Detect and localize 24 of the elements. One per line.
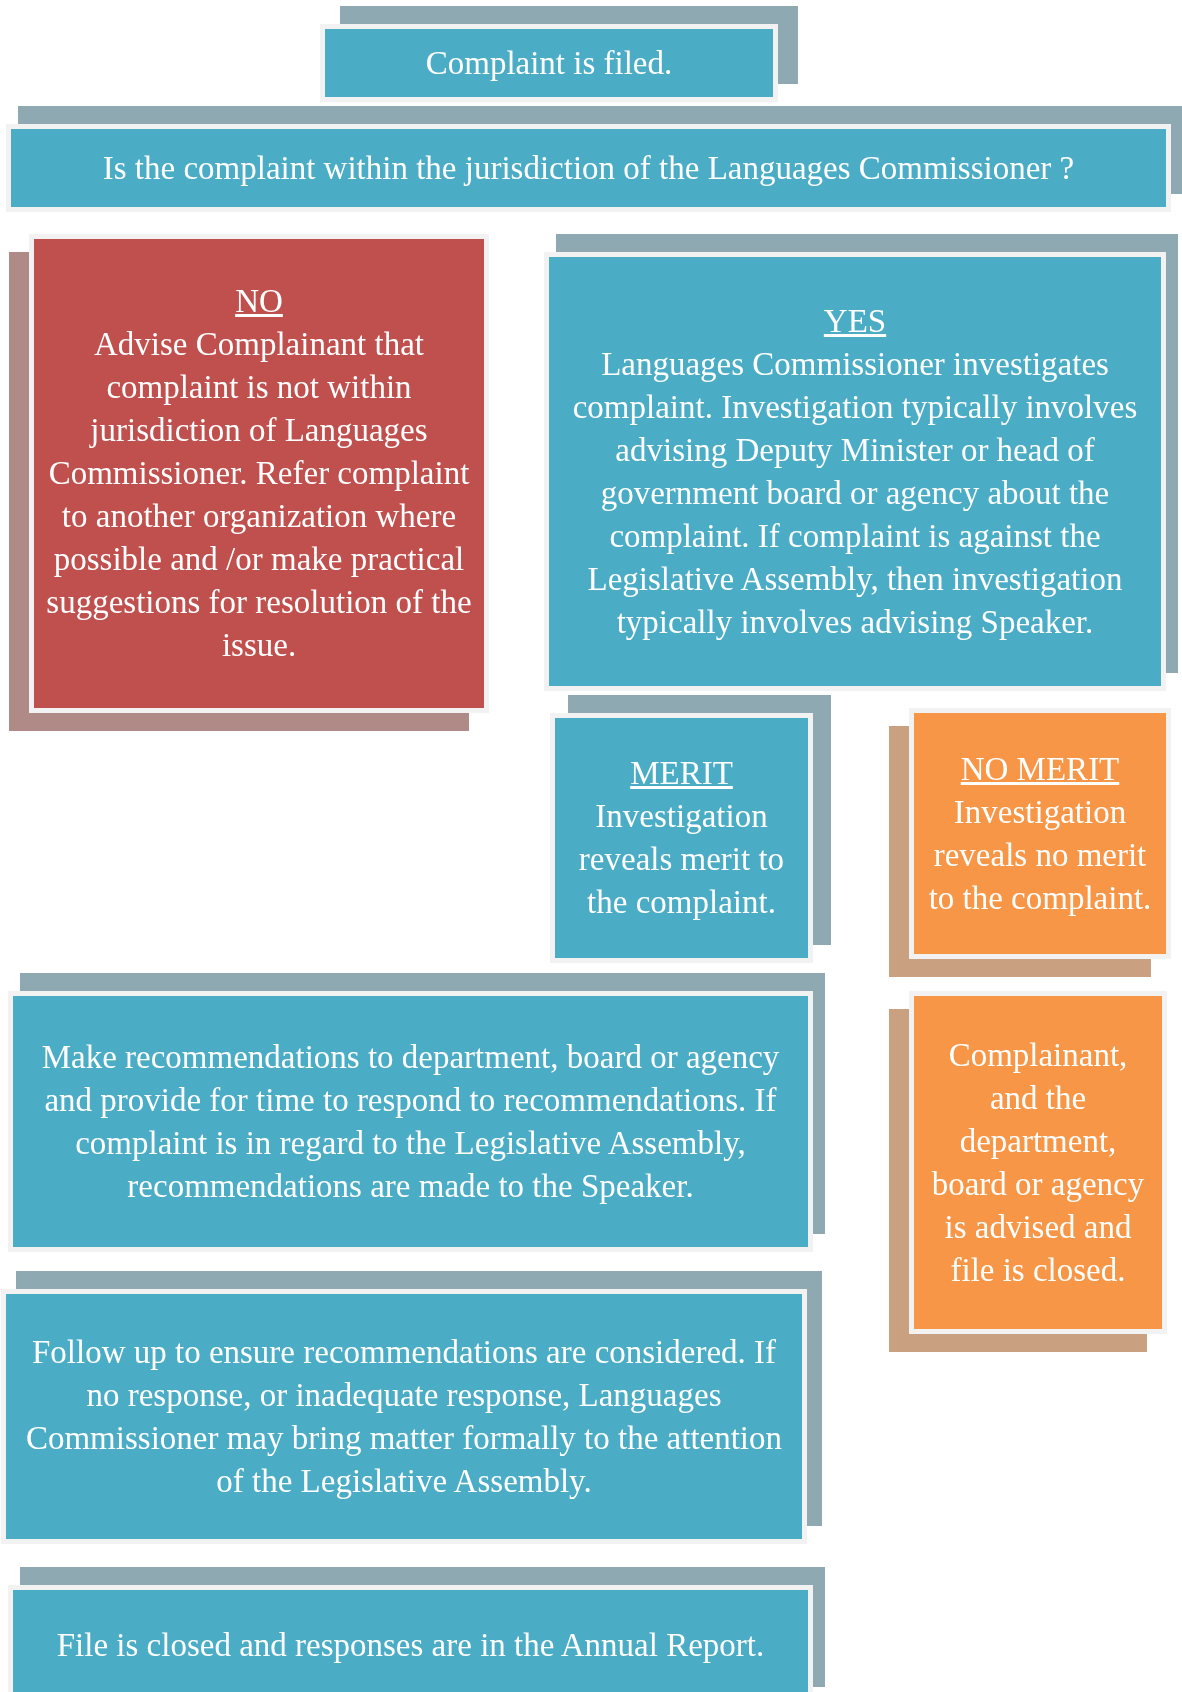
process-box bbox=[550, 713, 813, 963]
box-text: Investigation reveals merit to the complaint. bbox=[577, 797, 786, 922]
process-box bbox=[6, 124, 1171, 212]
box-text: Advise Complainant that complaint is not within jurisdiction of Languages Commissioner. Refer complaint to another organization where possible and /or make practical suggestions for resolution of the issue. bbox=[45, 325, 473, 665]
box-text: Make recommendations to department, board or agency and provide for time to respond to recommendations. If complaint is in regard to the Legislative Assembly, recommendations are made to the Speaker. bbox=[40, 1037, 781, 1206]
box-heading: YES bbox=[822, 301, 888, 341]
process-box bbox=[544, 252, 1166, 691]
box-heading: NO MERIT bbox=[959, 749, 1121, 789]
process-box bbox=[320, 24, 778, 102]
process-box bbox=[909, 708, 1171, 959]
box-text: Complaint is filed. bbox=[424, 43, 674, 83]
box-text: Languages Commissioner investigates complaint. Investigation typically involves advising Deputy Minister or head of government board or agency about the complaint. If complaint is against the Legislative Assembly, then investigation typically involves advising Speaker. bbox=[571, 344, 1139, 642]
box-text: File is closed and responses are in the Annual Report. bbox=[55, 1625, 766, 1665]
box-text: Is the complaint within the jurisdiction of the Languages Commissioner ? bbox=[101, 148, 1076, 188]
box-text: Investigation reveals no merit to the complaint. bbox=[927, 792, 1153, 918]
box-heading: NO bbox=[234, 282, 284, 321]
process-box bbox=[8, 991, 813, 1252]
process-box bbox=[1, 1289, 807, 1544]
process-box bbox=[8, 1585, 813, 1692]
process-box bbox=[909, 991, 1167, 1334]
box-text: Complainant, and the department, board or agency is advised and file is closed. bbox=[930, 1035, 1146, 1290]
box-text: Follow up to ensure recommendations are considered. If no response, or inadequate response, Languages Commissioner may bring matter formally to the attention of the Legislative Assembly. bbox=[24, 1332, 784, 1501]
box-heading: MERIT bbox=[629, 754, 734, 793]
process-box bbox=[29, 234, 489, 713]
